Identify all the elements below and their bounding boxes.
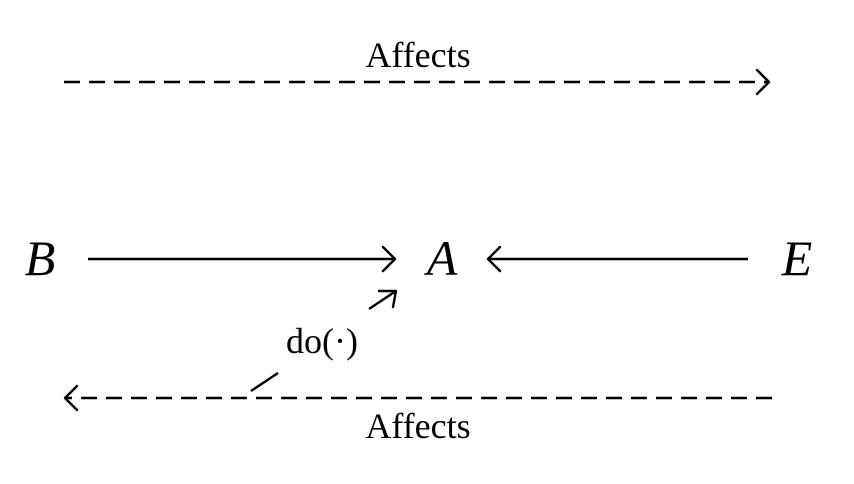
bottom-affects-label: Affects — [365, 406, 470, 446]
intervention-arrowhead — [377, 289, 398, 309]
intervention-arrow — [250, 289, 398, 392]
node-e: E — [781, 230, 813, 286]
bottom-affects-arrowhead — [63, 384, 79, 412]
intervention-line-upper — [368, 290, 397, 310]
intervention-line-lower — [250, 372, 279, 392]
edge-e-to-a-arrowhead — [486, 245, 502, 273]
edge-b-to-a — [88, 245, 397, 273]
intervention-label: do(·) — [286, 321, 358, 361]
edge-e-to-a — [486, 245, 748, 273]
node-a: A — [424, 230, 458, 286]
top-affects-label: Affects — [365, 35, 470, 75]
bottom-affects-arrow — [63, 384, 772, 412]
node-b: B — [25, 230, 56, 286]
top-affects-arrowhead — [755, 68, 771, 96]
top-affects-arrow — [64, 68, 771, 96]
edge-b-to-a-arrowhead — [381, 245, 397, 273]
